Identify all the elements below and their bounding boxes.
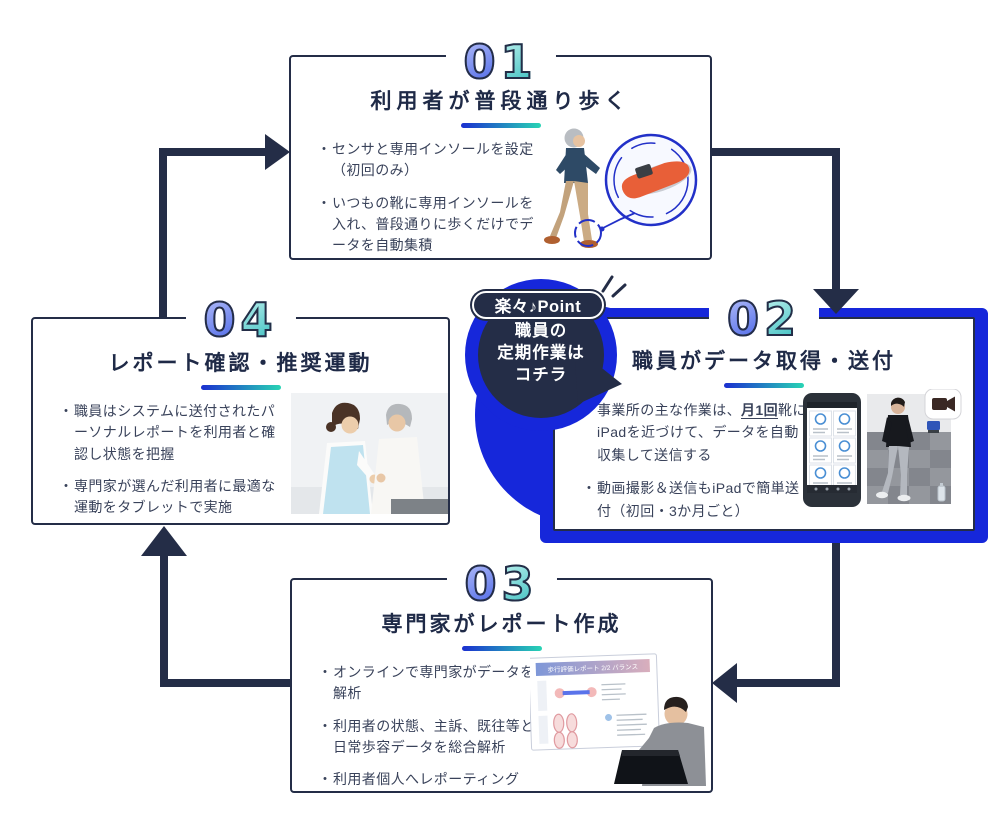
- bullet-text: センサと専用インソールを設定（初回のみ）: [332, 141, 534, 179]
- bullet-text: いつもの靴に専用インソールを入れ、普段通りに歩くだけでデータを自動集積: [332, 194, 534, 254]
- bullet-text: オンラインで専門家がデータを解析: [333, 664, 535, 702]
- illustration-ipad-data-capture: [803, 389, 962, 507]
- connector-line: [600, 212, 636, 230]
- callout-text-line: 定期作業は: [497, 344, 585, 362]
- callout-text-line: 職員の: [514, 322, 568, 340]
- walking-man: [876, 397, 914, 502]
- step-number-digit: 4: [239, 293, 278, 347]
- photo-walking-user: [544, 128, 600, 248]
- bullet-item: ・ 利用者の状態、主訴、既往等と日常歩容データを総合解析: [318, 716, 540, 759]
- title-underline: [460, 123, 541, 128]
- bullet-text: 動画撮影＆送信もiPadで簡単送付（初回・3か月ごと）: [597, 480, 800, 519]
- bullet-dot: ・: [59, 403, 74, 419]
- bullet-item: ・ いつもの靴に専用インソールを入れ、普段通りに歩くだけでデータを自動集積: [317, 193, 547, 257]
- photo-staff-walking: [867, 394, 951, 504]
- bullet-text-part: 靴にiPadを近づけて、データを自動収集して送信する: [597, 402, 807, 463]
- arrow-01-to-02-segment: [712, 148, 840, 156]
- bullet-dot: ・: [318, 717, 333, 734]
- callout-badge: 楽々♪Point: [472, 291, 604, 319]
- bullet-text-emphasis: 月1回: [741, 402, 778, 418]
- arrow-01-to-02-segment: [832, 148, 840, 291]
- bullet-list: ・ 事業所の主な作業は、月1回靴にiPadを近づけて、データを自動収集して送信す…: [582, 399, 808, 522]
- step-number-digit: 0: [726, 292, 764, 346]
- callout-bubble-tail: [574, 346, 622, 404]
- elderly-woman: [371, 403, 448, 514]
- photo-expert-laptop: [614, 696, 706, 786]
- emphasis-sparks-icon: [601, 275, 627, 298]
- arrow-04-to-01-segment: [159, 148, 267, 156]
- step-number-digit: 1: [499, 35, 538, 89]
- title-underline: [724, 383, 804, 388]
- bullet-list: ・ オンラインで専門家がデータを解析 ・ 利用者の状態、主訴、既往等と日常歩容デ…: [318, 662, 540, 790]
- bullet-text: 職員はシステムに送付されたパーソナルレポートを利用者と確認し状態を把握: [74, 403, 276, 462]
- bullet-item: ・ 利用者個人へレポーティング: [318, 769, 540, 790]
- bullet-item: ・ 事業所の主な作業は、月1回靴にiPadを近づけて、データを自動収集して送信す…: [582, 399, 808, 466]
- photo-caregiver-elderly: [291, 393, 448, 514]
- step-title-04: レポート確認・推奨運動: [108, 352, 373, 375]
- illustration-expert-report: 歩行評価レポート 2/2 バランス: [530, 653, 706, 786]
- chair: [927, 421, 940, 433]
- title-underline: [200, 385, 281, 390]
- callout-text-line: コチラ: [514, 366, 568, 384]
- arrow-01-to-02-head: [813, 289, 859, 314]
- bullet-text: 専門家が選んだ利用者に最適な運動をタブレットで実施: [74, 477, 276, 516]
- arrow-03-to-04-segment: [160, 679, 292, 687]
- arrow-02-to-03-segment: [832, 540, 840, 687]
- bullet-item: ・ 専門家が選んだ利用者に最適な運動をタブレットで実施: [59, 476, 289, 519]
- insole-sensor-zoom: [604, 133, 698, 227]
- bullet-dot: ・: [317, 141, 332, 157]
- step-number-digit: 0: [462, 35, 501, 89]
- bullet-dot: ・: [317, 194, 332, 211]
- connector-dot: [599, 226, 605, 232]
- arrow-03-to-04-segment: [160, 556, 168, 687]
- step-number-digit: 2: [763, 292, 802, 346]
- step-title-01: 利用者が普段通り歩く: [370, 90, 631, 113]
- bullet-text: 利用者個人へレポーティング: [333, 771, 520, 788]
- step-box-02: 職員がデータ取得・送付 ・ 事業所の主な作業は、月1回靴にiPadを近づけて、デ…: [553, 317, 975, 531]
- water-bottle: [937, 483, 946, 502]
- bullet-text-part: 事業所の主な作業は、: [597, 402, 741, 418]
- step-title-03: 専門家がレポート作成: [381, 613, 622, 636]
- bullet-dot: ・: [318, 771, 333, 788]
- bullet-list: ・ 職員はシステムに送付されたパーソナルレポートを利用者と確認し状態を把握 ・ …: [59, 401, 289, 518]
- step-number-digit: 3: [500, 557, 539, 611]
- arrow-04-to-01-head: [265, 134, 290, 170]
- phone-app-screenshot: [803, 393, 861, 507]
- caregiver: [319, 402, 379, 514]
- bullet-dot: ・: [59, 477, 74, 494]
- callout-text: 職員の 定期作業は コチラ: [469, 320, 613, 386]
- bullet-dot: ・: [318, 664, 333, 680]
- step-number-digit: 0: [463, 557, 502, 611]
- bullet-text: 利用者の状態、主訴、既往等と日常歩容データを総合解析: [333, 717, 535, 755]
- arrow-02-to-03-head: [712, 663, 737, 703]
- bullet-dot: ・: [582, 480, 597, 497]
- video-camera-icon: [924, 389, 962, 420]
- step-title-02: 職員がデータ取得・送付: [632, 350, 896, 373]
- bullet-item: ・ 動画撮影＆送信もiPadで簡単送付（初回・3か月ごと）: [582, 477, 808, 522]
- arrow-02-to-03-segment: [736, 679, 840, 687]
- title-underline: [461, 646, 542, 651]
- illustration-walking-user-insole: [544, 128, 698, 248]
- step-number-digit: 0: [202, 293, 241, 347]
- bullet-item: ・ オンラインで専門家がデータを解析: [318, 662, 540, 705]
- bullet-list: ・ センサと専用インソールを設定（初回のみ） ・ いつもの靴に専用インソールを入…: [317, 139, 547, 256]
- illustration-report-document: 歩行評価レポート 2/2 バランス: [530, 653, 660, 751]
- arrow-03-to-04-head: [141, 526, 187, 556]
- arrow-04-to-01-segment: [159, 148, 167, 318]
- bullet-text: 事業所の主な作業は、月1回靴にiPadを近づけて、データを自動収集して送信する: [597, 399, 808, 466]
- bullet-item: ・ 職員はシステムに送付されたパーソナルレポートを利用者と確認し状態を把握: [59, 401, 289, 465]
- bullet-item: ・ センサと専用インソールを設定（初回のみ）: [317, 139, 547, 182]
- foot-sensor-ring: [574, 219, 602, 247]
